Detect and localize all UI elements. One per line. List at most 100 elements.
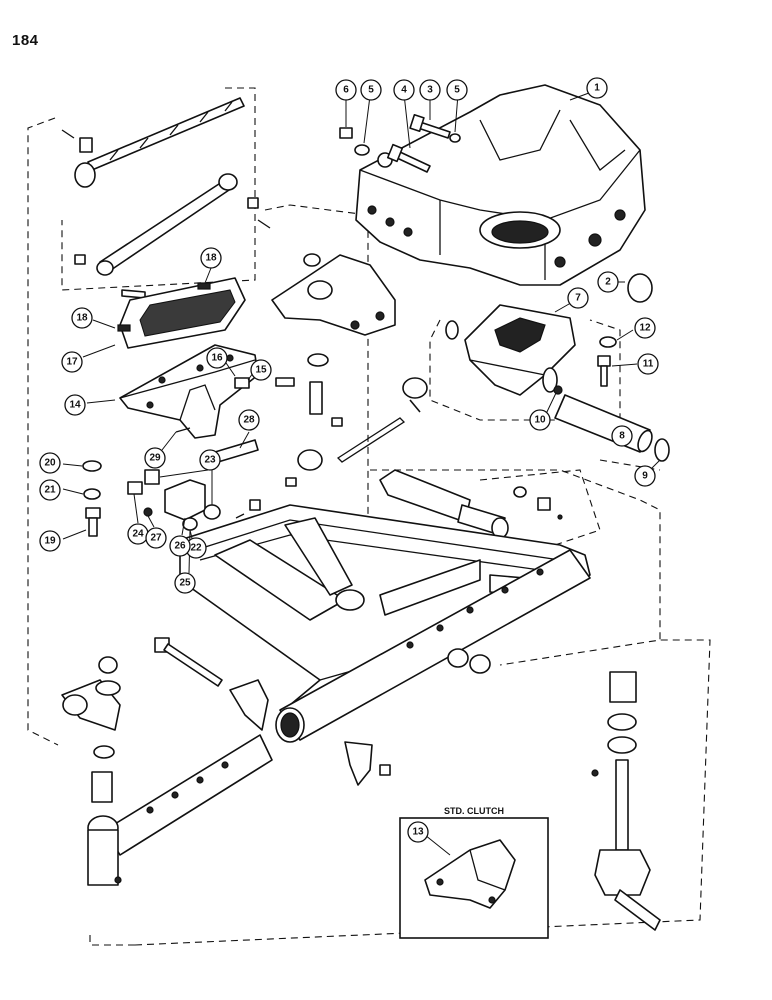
cap-screw — [275, 377, 295, 387]
inset-title: STD. CLUTCH — [444, 806, 504, 816]
callout-28: 28 — [238, 409, 260, 431]
snap-ring — [445, 320, 459, 340]
o-ring — [557, 514, 563, 520]
svg-text:2: 2 — [605, 277, 611, 288]
callout-15: 15 — [250, 359, 272, 381]
callout-3: 3 — [419, 79, 441, 101]
cap-screw-3 — [409, 113, 451, 139]
steering-spindle-right — [594, 759, 661, 931]
nut — [379, 764, 391, 776]
svg-text:12: 12 — [639, 323, 651, 334]
key — [591, 769, 599, 777]
bolt-11 — [597, 355, 611, 387]
svg-text:5: 5 — [368, 85, 374, 96]
callout-23: 23 — [199, 449, 221, 471]
cap-screw-19 — [85, 507, 101, 537]
gland-nut — [537, 497, 551, 511]
nut — [331, 417, 343, 427]
bushing-23 — [203, 504, 221, 520]
flat-washer-20 — [82, 460, 102, 472]
svg-text:19: 19 — [44, 536, 56, 547]
roll-pin — [175, 427, 191, 433]
svg-text:29: 29 — [149, 453, 161, 464]
svg-text:5: 5 — [454, 85, 460, 96]
svg-text:11: 11 — [643, 359, 654, 370]
callout-5: 5 — [360, 79, 382, 101]
bushing — [609, 671, 637, 703]
callout-18: 18 — [200, 247, 222, 269]
washer — [607, 713, 637, 731]
cylinder-rod — [336, 417, 406, 463]
svg-text:1: 1 — [594, 83, 600, 94]
callout-8: 8 — [611, 425, 633, 447]
callout-7: 7 — [567, 287, 589, 309]
svg-text:9: 9 — [642, 471, 648, 482]
callout-21: 21 — [39, 479, 61, 501]
callout-16: 16 — [206, 347, 228, 369]
bushing — [469, 654, 491, 674]
svg-text:20: 20 — [44, 458, 56, 469]
seal-ring — [513, 486, 527, 498]
svg-text:7: 7 — [575, 293, 581, 304]
callout-2: 2 — [597, 271, 619, 293]
callout-10: 10 — [529, 409, 551, 431]
svg-text:8: 8 — [619, 431, 625, 442]
hex-nut — [339, 127, 353, 139]
grease-fitting — [553, 385, 563, 395]
bushing — [91, 771, 113, 803]
callout-29: 29 — [144, 447, 166, 469]
expansion-plug — [627, 273, 653, 303]
callout-24: 24 — [127, 523, 149, 545]
svg-text:24: 24 — [132, 529, 144, 540]
nut — [249, 499, 261, 511]
callout-27: 27 — [145, 527, 167, 549]
svg-text:21: 21 — [44, 485, 56, 496]
lock-washer — [449, 133, 461, 143]
callout-26: 26 — [169, 535, 191, 557]
svg-text:23: 23 — [204, 455, 216, 466]
seal — [607, 736, 637, 754]
mounting-bracket — [119, 344, 259, 439]
callout-4: 4 — [393, 79, 415, 101]
bolt-4 — [386, 143, 431, 173]
callout-18: 18 — [71, 307, 93, 329]
bushing — [447, 648, 469, 668]
tie-rod-assembly — [61, 97, 245, 188]
svg-text:28: 28 — [243, 415, 255, 426]
svg-text:15: 15 — [255, 365, 267, 376]
shim-plate — [117, 277, 246, 349]
svg-text:16: 16 — [211, 353, 223, 364]
lock-washer-21 — [83, 488, 101, 500]
callout-6: 6 — [335, 79, 357, 101]
lock-washer — [354, 144, 370, 156]
callout-14: 14 — [64, 394, 86, 416]
washer — [95, 680, 121, 696]
callout-19: 19 — [39, 530, 61, 552]
svg-text:22: 22 — [190, 543, 202, 554]
spacer-tube — [309, 381, 323, 415]
svg-text:17: 17 — [66, 357, 78, 368]
svg-text:6: 6 — [343, 85, 349, 96]
svg-text:18: 18 — [76, 313, 88, 324]
svg-text:18: 18 — [205, 253, 217, 264]
callout-1: 1 — [586, 77, 608, 99]
callout-13: 13 — [407, 821, 429, 843]
svg-text:10: 10 — [534, 415, 546, 426]
svg-text:27: 27 — [150, 533, 162, 544]
cap-screw-24 — [127, 481, 143, 495]
washer-12 — [599, 336, 617, 348]
pivot-block-22 — [164, 479, 206, 521]
bushing-23 — [144, 469, 160, 485]
svg-text:4: 4 — [401, 85, 407, 96]
callout-5: 5 — [446, 79, 468, 101]
pin — [235, 513, 245, 519]
axle-extension-left — [87, 734, 273, 886]
callout-9: 9 — [634, 465, 656, 487]
washer — [93, 745, 115, 759]
nut — [98, 656, 118, 674]
cap-screw — [285, 477, 297, 487]
thrust-half-washer — [344, 741, 373, 786]
cap-screw-15 — [234, 377, 250, 389]
svg-text:14: 14 — [69, 400, 81, 411]
axle-tube — [275, 549, 591, 743]
